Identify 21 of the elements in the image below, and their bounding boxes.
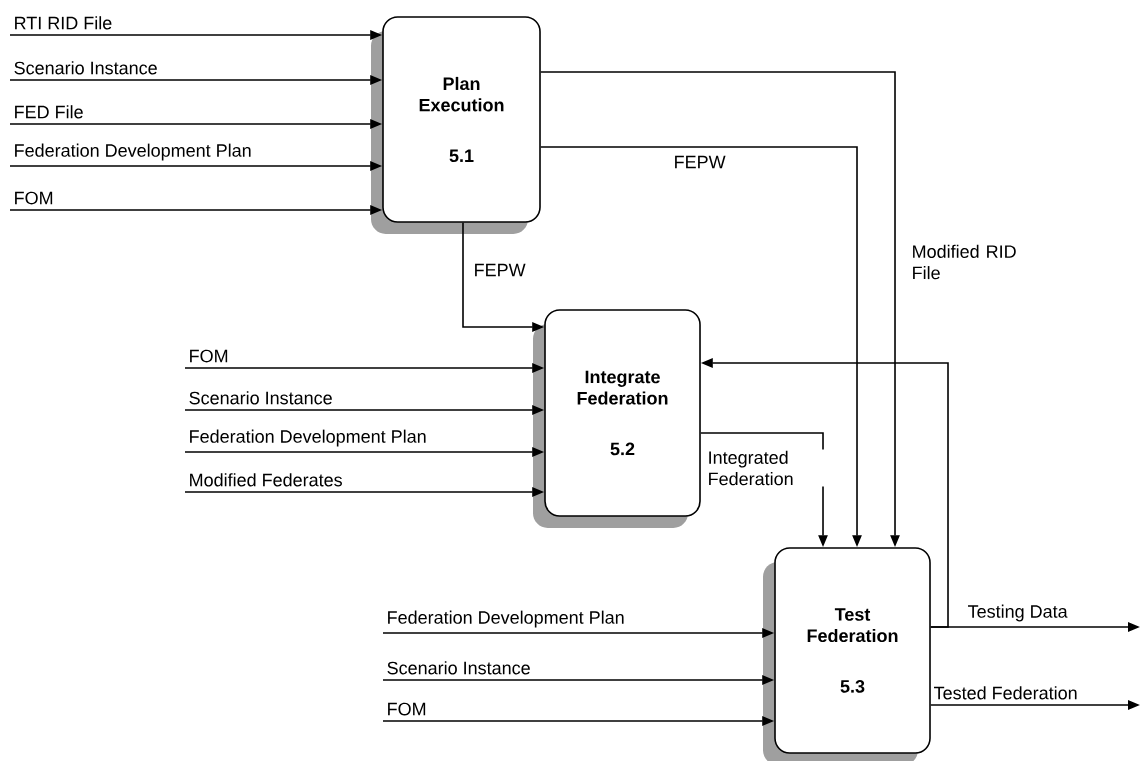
edge-label: Federation Development Plan [187, 428, 429, 448]
edge-label: Testing Data [966, 603, 1069, 623]
edge-label: FOM [12, 190, 55, 206]
edge-label: FOM [385, 701, 428, 717]
edge-label: Scenario Instance [385, 659, 533, 676]
edge-label: Federation Development Plan [12, 142, 254, 162]
edge-label: Modified RID File [910, 243, 1020, 281]
process-box: Test Federation 5.3 [763, 547, 931, 761]
edge-label: FED File [12, 103, 85, 120]
edge-label: FEPW [472, 262, 527, 278]
edge-label: FOM [187, 348, 230, 364]
edge-label: FEPW [672, 154, 727, 170]
edge-label: Scenario Instance [187, 389, 334, 406]
edge-label: Scenario Instance [12, 59, 159, 76]
process-box: Integrate Federation 5.2 [533, 309, 701, 528]
edge-label: RTI RID File [12, 14, 114, 31]
edge-label: Modified Federates [187, 471, 344, 488]
edge-label: Tested Federation [932, 684, 1080, 701]
edge-label: Integrated Federation [706, 449, 836, 487]
process-box: Plan Execution 5.1 [371, 16, 541, 234]
edge-label: Federation Development Plan [385, 609, 627, 629]
